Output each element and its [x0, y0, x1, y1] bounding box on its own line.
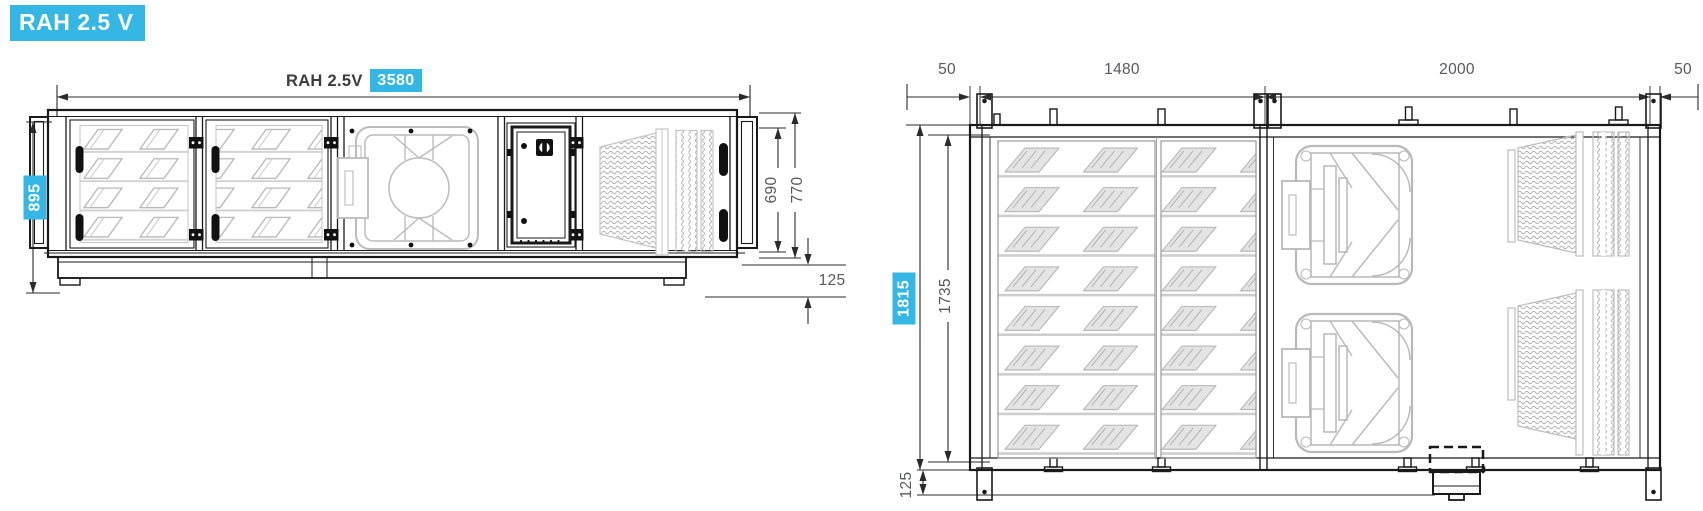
side-base-frame [44, 252, 745, 286]
dim-label-2000: 2000 [1439, 61, 1475, 79]
corner-posts [976, 93, 1662, 501]
plan-view-drawing [906, 84, 1699, 501]
plan-dimension-lines [906, 84, 1699, 496]
duct-connection [1428, 445, 1485, 501]
dim-label-1480: 1480 [1104, 61, 1140, 79]
side-dimension-lines [26, 85, 846, 324]
dim-label-duct-125: 125 [897, 463, 917, 507]
lifting-lugs [993, 106, 1629, 473]
main-switch-icon [507, 139, 575, 243]
plan-fan-assemblies [1280, 144, 1414, 454]
dim-label-left-50: 50 [938, 61, 956, 79]
side-elevation-drawing [26, 85, 846, 324]
dim-label-right-50: 50 [1674, 61, 1692, 79]
door-handles [75, 143, 728, 242]
panel-screws [349, 128, 473, 248]
dim-label-690: 690 [762, 168, 782, 212]
fan-top [1281, 144, 1414, 286]
louver-doors [69, 119, 728, 249]
plan-unit-casing [968, 93, 1662, 501]
electrical-panel [506, 122, 576, 248]
plan-filter-panels [997, 137, 1257, 459]
dim-label-770: 770 [788, 168, 808, 212]
dim-badge-3580: 3580 [370, 69, 422, 92]
page-title-badge: RAH 2.5 V [10, 5, 146, 41]
fan-bottom [1280, 312, 1414, 454]
plan-coil-sections [1507, 131, 1630, 456]
coil-bottom [1507, 289, 1630, 456]
side-filter-section [599, 128, 714, 256]
dim-badge-895: 895 [23, 175, 47, 220]
side-view-model-label: RAH 2.5V [286, 72, 363, 90]
side-fan-assembly [337, 126, 479, 250]
dim-badge-1815: 1815 [892, 272, 916, 325]
dim-label-base-125: 125 [818, 272, 846, 290]
coil-top [1507, 131, 1630, 257]
door-hinges [189, 137, 584, 241]
dim-label-1735: 1735 [936, 270, 956, 322]
